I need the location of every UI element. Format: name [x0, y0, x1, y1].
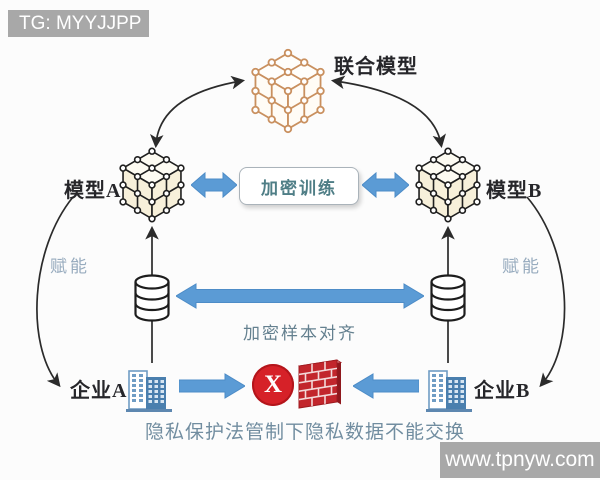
empower-left-label: 赋能 — [50, 257, 90, 276]
encrypted-training-box: 加密训练 — [239, 167, 359, 205]
arc-empower-left — [36, 196, 74, 388]
enterprise-a-building-icon — [126, 370, 172, 412]
model-a-cube-icon — [115, 143, 189, 227]
model-a-label: 模型A — [64, 180, 122, 202]
enterprise-a-label: 企业A — [70, 380, 128, 402]
firewall-icon — [297, 359, 343, 409]
x-circle-icon: X — [252, 364, 294, 406]
arc-empower-right — [526, 196, 566, 388]
double-arrow-model-a-training — [191, 171, 237, 199]
arc-model-a-joint — [150, 75, 246, 149]
arrow-enterprise-b-to-block — [353, 373, 419, 399]
arrow-enterprise-a-to-block — [179, 373, 245, 399]
arc-model-b-joint — [330, 75, 446, 149]
double-arrow-sample-alignment — [176, 283, 424, 309]
enterprise-b-label: 企业B — [474, 380, 531, 402]
website-watermark-banner: www.tpnyw.com — [440, 442, 600, 478]
double-arrow-model-b-training — [362, 171, 409, 199]
enterprise-b-building-icon — [426, 370, 472, 412]
privacy-caption: 隐私保护法管制下隐私数据不能交换 — [144, 422, 465, 443]
empower-right-label: 赋能 — [502, 257, 542, 276]
sample-alignment-label: 加密样本对齐 — [243, 324, 357, 343]
joint-model-label: 联合模型 — [334, 56, 418, 78]
database-b-icon — [430, 274, 466, 322]
model-b-cube-icon — [411, 143, 485, 227]
blocked-x-glyph: X — [263, 371, 283, 398]
database-a-icon — [134, 274, 170, 322]
tg-watermark-banner: TG: MYYJJPP — [8, 10, 149, 37]
model-b-label: 模型B — [486, 180, 543, 202]
joint-model-cube-icon — [246, 44, 330, 138]
